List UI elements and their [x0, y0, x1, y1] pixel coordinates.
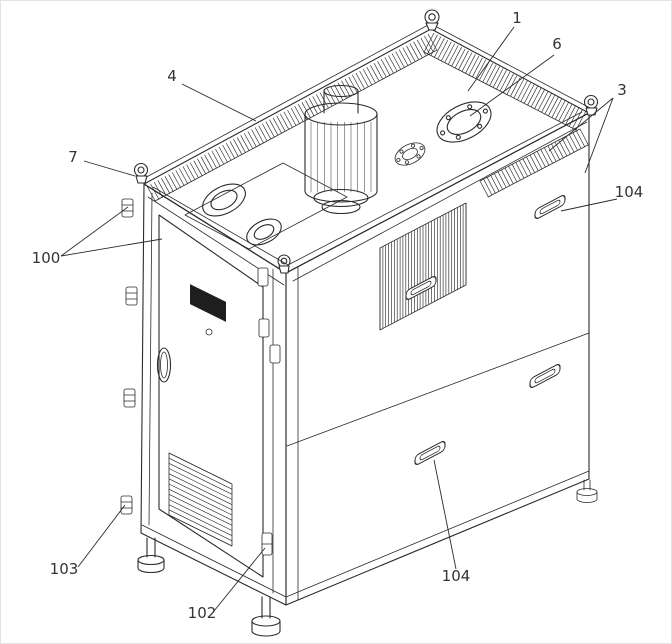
leader-6 — [469, 54, 555, 117]
right-face — [285, 112, 590, 606]
callout-3: 3 — [617, 81, 627, 99]
top-face — [143, 28, 590, 274]
left-corner-post — [148, 192, 153, 526]
callout-102: 102 — [188, 604, 217, 622]
leader-104-top — [560, 198, 618, 212]
cylinder-assembly — [304, 84, 378, 215]
leader-7 — [83, 160, 136, 177]
top-cover-panel — [184, 162, 348, 250]
front-door — [156, 214, 274, 594]
leader-102 — [213, 547, 266, 612]
base-frame-front — [141, 524, 287, 598]
leader-3b — [584, 97, 614, 174]
top-rim-outer-right — [434, 25, 593, 110]
callout-104-bottom: 104 — [442, 567, 471, 585]
handle-upper-left — [405, 276, 437, 300]
leader-4 — [181, 83, 257, 122]
callout-6: 6 — [552, 35, 562, 53]
door-screw — [205, 328, 213, 336]
callout-labels: 1 6 4 3 7 100 104 104 103 102 — [32, 9, 644, 622]
hinge-bracket-1 — [121, 198, 134, 218]
callout-1: 1 — [512, 9, 522, 27]
door-edge-tab-mid-1 — [258, 318, 270, 338]
door-nameplate — [190, 284, 226, 322]
right-face-vent-block — [379, 202, 467, 331]
port-flange-left-b — [246, 218, 282, 246]
callout-100: 100 — [32, 249, 61, 267]
leader-lines — [60, 26, 618, 612]
callout-7: 7 — [68, 148, 78, 166]
handle-104-top-right — [534, 195, 566, 219]
door-edge-tab-top — [257, 267, 269, 287]
leader-104-bottom — [433, 459, 457, 570]
leader-1 — [467, 26, 515, 92]
callout-4: 4 — [167, 67, 177, 85]
door-latch — [261, 532, 273, 556]
eye-bolt-front — [277, 254, 291, 274]
leader-103 — [77, 504, 126, 568]
vent-grille-top-left — [146, 33, 438, 202]
port-flange-left-a — [202, 183, 246, 217]
door-outline — [158, 214, 264, 578]
door-louver-grille — [168, 452, 233, 547]
port-flange-large — [436, 101, 492, 143]
leader-3a — [548, 97, 614, 152]
hinge-bracket-2 — [125, 286, 138, 306]
eye-bolt-back — [424, 9, 440, 31]
leveling-foot-left — [137, 537, 165, 574]
callout-104-top: 104 — [615, 183, 644, 201]
right-face-seam — [286, 332, 590, 447]
hinge-bracket-3 — [123, 388, 136, 408]
port-flange-small — [394, 142, 426, 166]
door-edge-tab-mid-2 — [269, 344, 281, 364]
handle-104-bottom — [414, 441, 446, 465]
leveling-foot-right — [576, 479, 598, 503]
cylinder-base-flange — [313, 188, 369, 208]
leveling-foot-front — [251, 596, 281, 637]
right-face-rim — [292, 121, 588, 282]
vent-grille-top-right — [423, 32, 589, 198]
door-handle-recess — [156, 347, 172, 383]
handle-lower-right — [529, 364, 561, 388]
hinge-bracket-4 — [120, 495, 133, 515]
top-rim-outer-left — [140, 23, 431, 181]
cylinder-shading — [310, 121, 372, 193]
eye-bolt-left — [133, 162, 149, 184]
cabinet-body — [140, 23, 593, 606]
callout-103: 103 — [50, 560, 79, 578]
leader-100a — [60, 206, 129, 257]
leader-100b — [60, 238, 163, 257]
base-frame-right — [285, 470, 590, 598]
